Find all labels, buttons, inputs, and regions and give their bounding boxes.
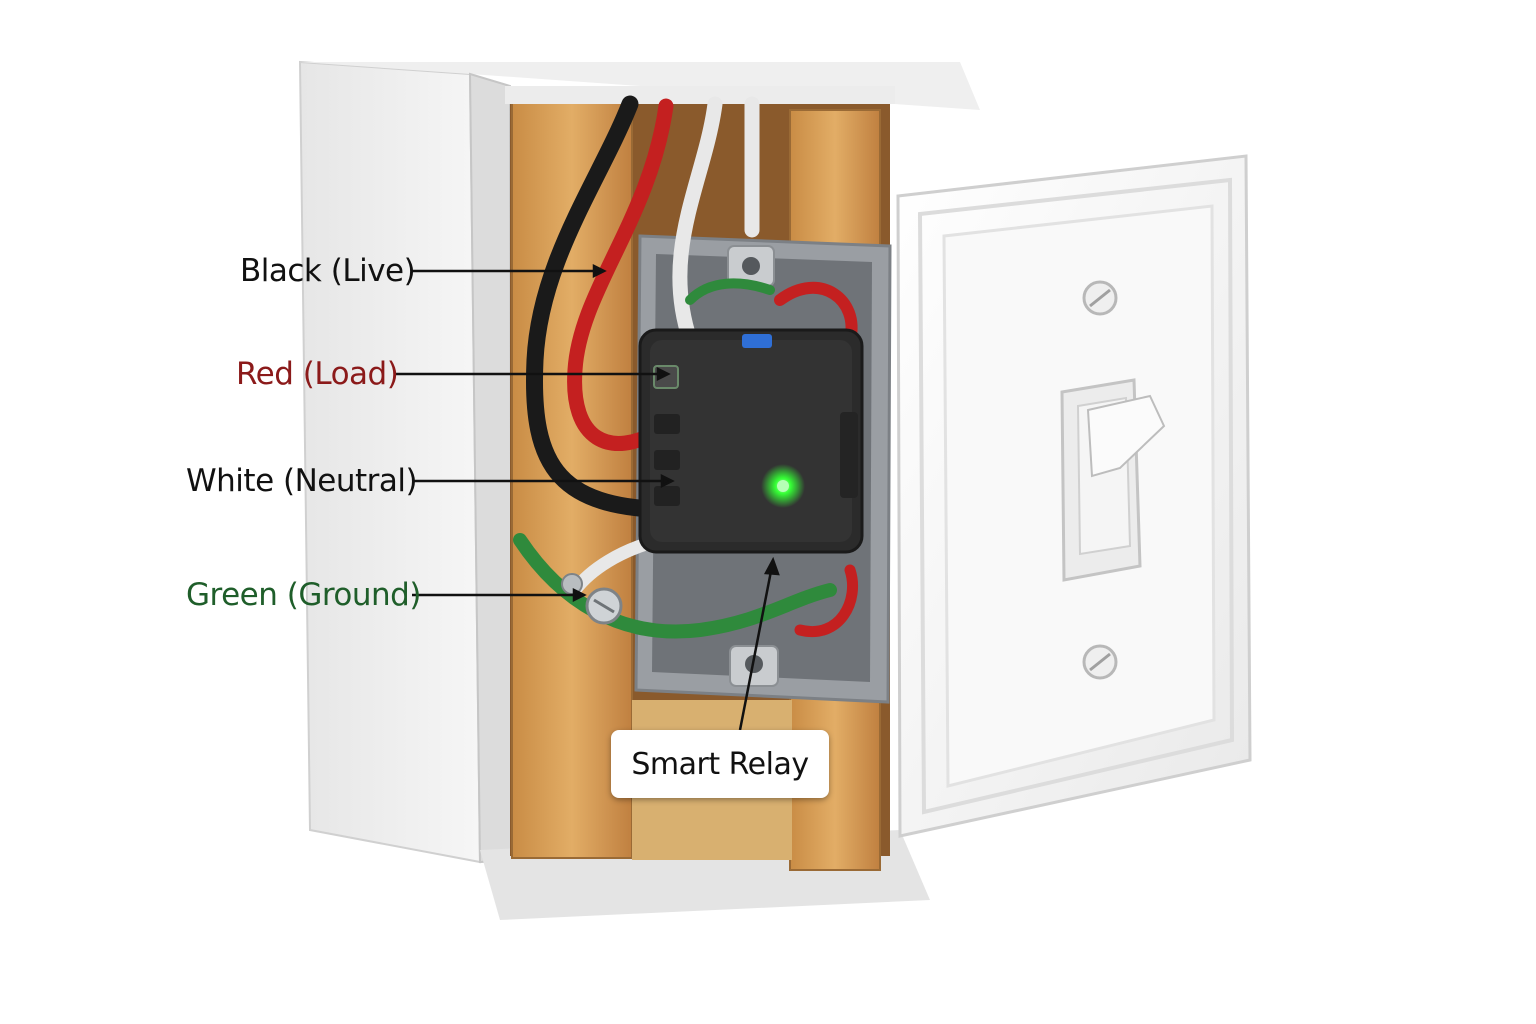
- wires: [513, 95, 859, 639]
- toggle-switch-icon: [1060, 378, 1166, 582]
- ground-screw-icon: [561, 573, 623, 625]
- relay-blue-button: [742, 334, 772, 348]
- cavity-ceiling-edge: [505, 86, 895, 104]
- screw-icon-bottom: [1082, 644, 1118, 680]
- switch-plate: [896, 154, 1252, 838]
- relay-terminal-2: [654, 414, 680, 434]
- smart-relay-module: [638, 328, 864, 554]
- relay-terminal-3: [654, 450, 680, 470]
- relay-terminal-4: [654, 486, 680, 506]
- leader-lines: [396, 263, 780, 731]
- green-wire-box: [685, 278, 775, 305]
- leader-relay: [738, 565, 774, 731]
- label-black-live: Black (Live): [240, 253, 416, 289]
- red-wire-box-bottom: [794, 564, 859, 638]
- relay-side-notch: [840, 412, 858, 498]
- black-wire: [525, 95, 689, 519]
- label-red-load: Red (Load): [236, 356, 399, 392]
- red-wire: [567, 98, 674, 451]
- label-green-ground: Green (Ground): [186, 577, 421, 613]
- green-wire: [513, 533, 837, 639]
- screw-icon: [1082, 280, 1118, 316]
- red-wire-box: [774, 281, 858, 346]
- label-white-neutral: White (Neutral): [186, 463, 418, 499]
- white-wire-1: [672, 96, 723, 348]
- label-smart-relay: Smart Relay: [611, 730, 829, 798]
